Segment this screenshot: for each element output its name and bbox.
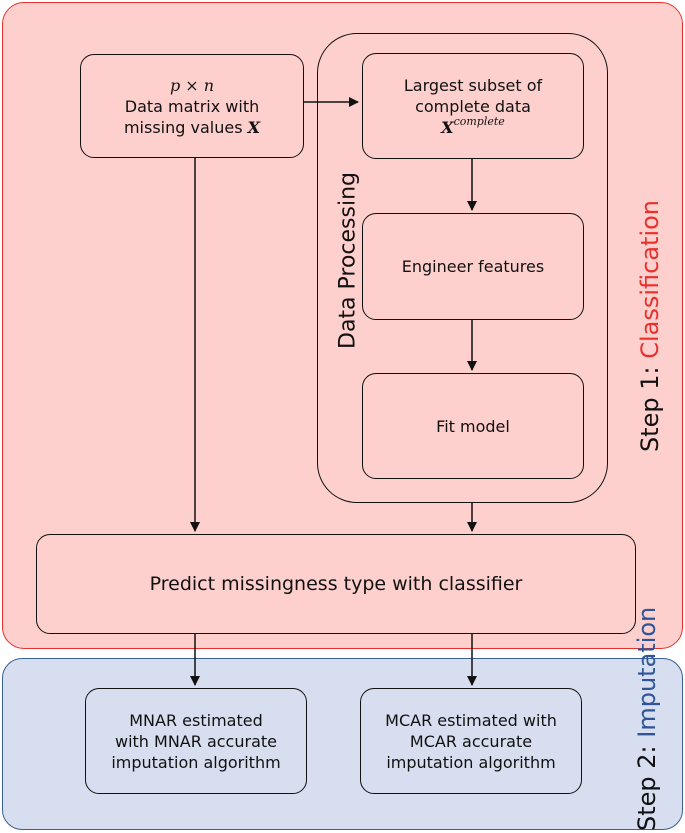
- data-matrix-box: p × n Data matrix with missing values X: [80, 54, 304, 158]
- engineer-features-box: Engineer features: [362, 213, 584, 320]
- predict-classifier-label: Predict missingness type with classifier: [149, 572, 523, 595]
- mcar-box: MCAR estimated with MCAR accurate imputa…: [360, 688, 582, 794]
- mnar-line1: MNAR estimated: [129, 710, 263, 730]
- mcar-line2: MCAR accurate: [409, 731, 533, 751]
- data-matrix-line1: Data matrix with: [124, 96, 260, 116]
- data-matrix-line2: missing values: [123, 117, 243, 137]
- matrix-dimensions: p × n: [169, 75, 215, 95]
- complete-subset-line1: Largest subset of: [403, 75, 543, 95]
- predict-classifier-box: Predict missingness type with classifier: [36, 534, 636, 634]
- complete-subset-symbol-wrap: Xcomplete: [441, 114, 505, 138]
- mcar-line1: MCAR estimated with: [385, 710, 557, 730]
- complete-superscript: complete: [453, 114, 505, 128]
- data-matrix-line2-wrap: missing values X: [124, 117, 260, 138]
- complete-subset-line2: complete data: [415, 96, 531, 116]
- mnar-box: MNAR estimated with MNAR accurate imputa…: [85, 688, 307, 794]
- fit-model-box: Fit model: [362, 373, 584, 479]
- matrix-symbol-x: X: [247, 117, 261, 137]
- engineer-features-label: Engineer features: [401, 257, 545, 276]
- data-processing-group: [317, 33, 608, 503]
- complete-symbol-x: X: [441, 117, 454, 137]
- mcar-line3: imputation algorithm: [386, 752, 556, 772]
- mnar-line2: with MNAR accurate: [115, 731, 277, 751]
- complete-subset-box: Largest subset of complete data Xcomplet…: [362, 53, 584, 159]
- fit-model-label: Fit model: [436, 416, 510, 436]
- mnar-line3: imputation algorithm: [111, 752, 281, 772]
